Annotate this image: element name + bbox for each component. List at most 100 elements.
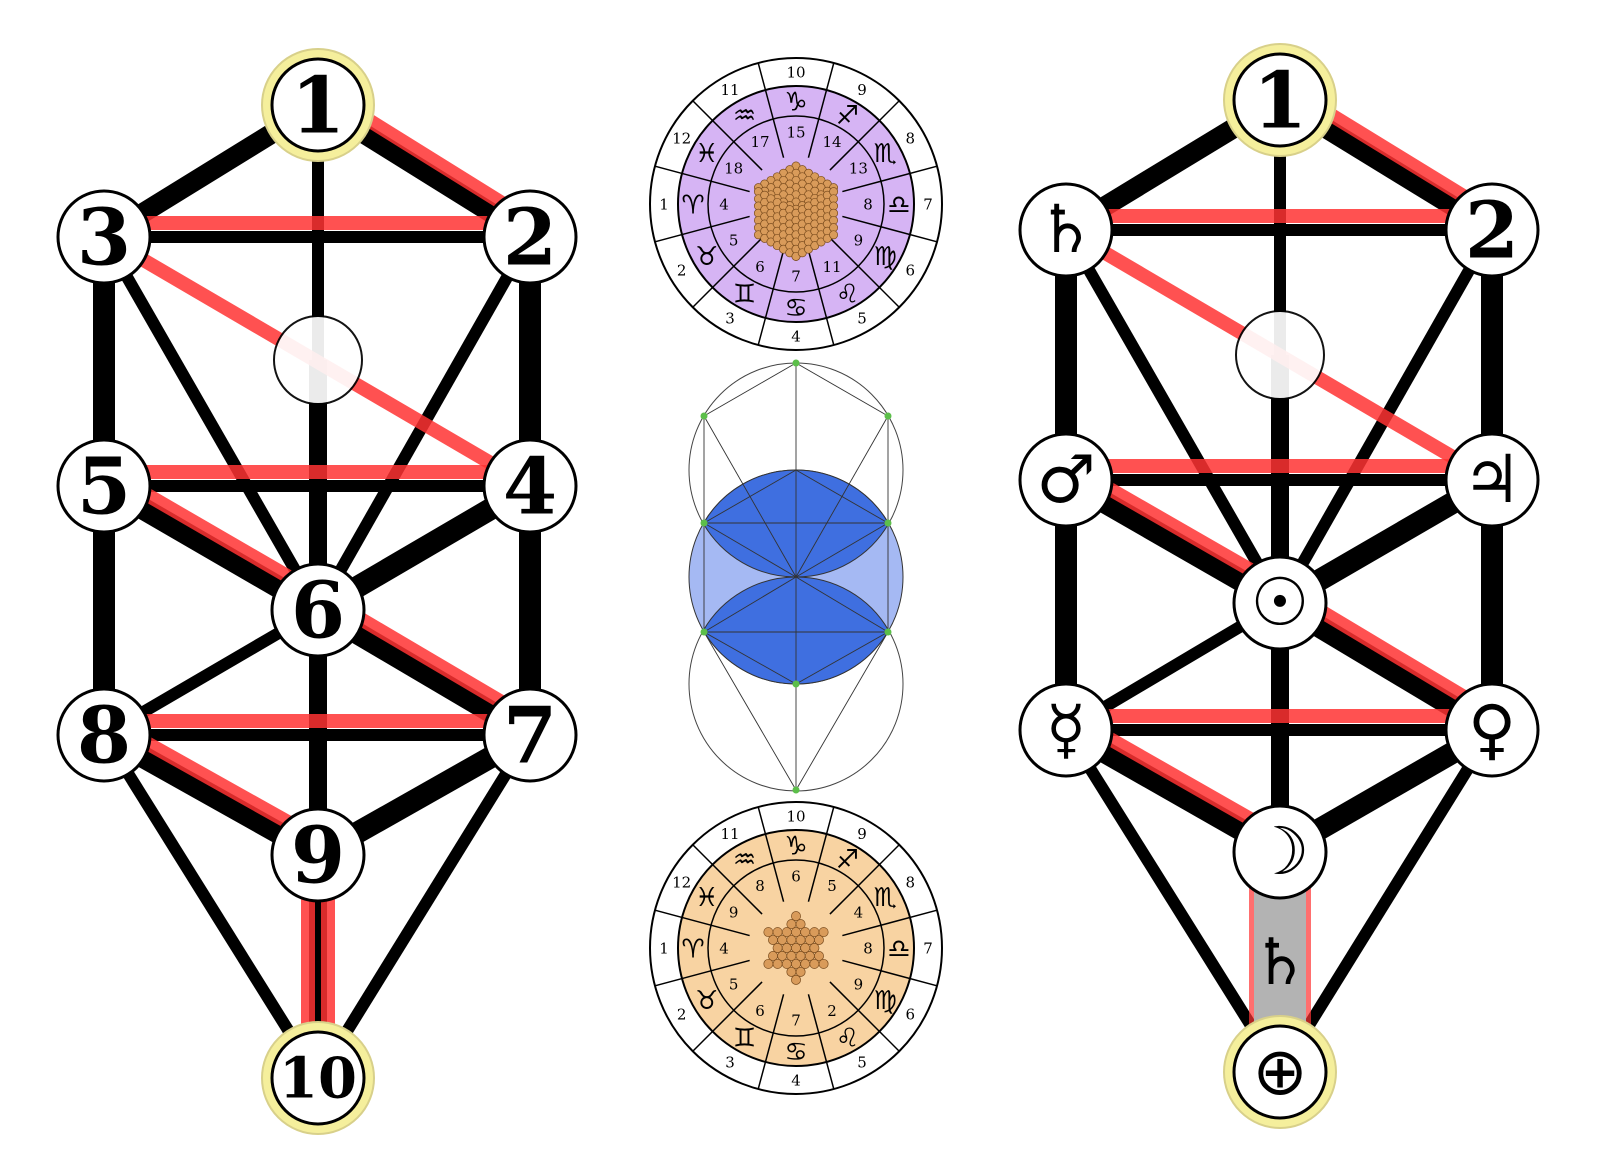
bottom-wheel-inner-number: 5: [827, 877, 837, 895]
star-sphere: [795, 919, 806, 930]
left-sephirah-label-2: 2: [503, 192, 557, 283]
sphere-star-icon: [763, 911, 829, 985]
bottom-wheel-outer-number: 8: [906, 873, 916, 891]
bottom-wheel-zodiac-sign: ♋: [784, 1037, 807, 1067]
bottom-wheel-outer-number: 11: [720, 825, 739, 843]
top-wheel-zodiac-sign: ♉: [695, 242, 718, 272]
vesica-vertex-dot: [884, 412, 892, 420]
bottom-wheel-spoke: [757, 806, 785, 902]
top-wheel-zodiac-sign: ♓: [695, 139, 718, 169]
top-wheel-zodiac-sign: ♋: [784, 293, 807, 323]
top-wheel-inner-number: 6: [755, 258, 765, 276]
top-wheel-inner-number: 5: [729, 231, 739, 249]
bottom-wheel-outer-number: 2: [677, 1005, 687, 1023]
bottom-wheel-spoke: [654, 959, 750, 987]
right-path-7-10: [1274, 726, 1498, 1076]
top-wheel-outer-number: 8: [906, 129, 916, 147]
right-jupiter-icon: ♃: [1462, 441, 1521, 518]
left-sephirah-3: [56, 189, 152, 285]
star-sphere: [795, 966, 806, 977]
bottom-wheel-inner-number: 6: [791, 867, 801, 885]
top-wheel-spoke: [654, 215, 750, 243]
top-wheel-spoke: [842, 165, 938, 193]
top-wheel-inner-number: 17: [750, 133, 769, 151]
right-earth-icon: ⊕: [1252, 1033, 1307, 1110]
right-mars-icon: ♂: [1036, 441, 1095, 518]
vesica-vertex-dot: [700, 519, 708, 527]
top-wheel-spoke: [692, 100, 763, 171]
left-sephirah-label-1: 1: [291, 60, 345, 151]
top-wheel-outer-number: 5: [857, 310, 867, 328]
bottom-wheel-spoke: [807, 994, 835, 1090]
bottom-wheel-inner-number: 8: [863, 939, 873, 957]
top-wheel-outer-number: 3: [725, 310, 735, 328]
bottom-wheel-outer-number: 12: [672, 873, 691, 891]
left-sephirah-1: [270, 57, 366, 153]
top-wheel-zodiac-sign: ♏: [874, 139, 897, 169]
bottom-wheel-outer-number: 5: [857, 1054, 867, 1072]
vesica-construction-line: [703, 631, 797, 685]
bottom-wheel-zodiac-sign: ♑: [784, 831, 807, 861]
left-sephirah-label-3: 3: [77, 192, 131, 283]
right-sephirah-5: [1018, 432, 1114, 528]
star-sphere: [791, 974, 801, 985]
vesica-construction-line: [703, 362, 797, 417]
left-sephirah-5: [56, 438, 152, 534]
bottom-wheel-zodiac-sign: ♍: [874, 986, 897, 1016]
top-wheel-spoke: [692, 237, 763, 308]
top-wheel-zodiac-sign: ♐: [836, 101, 859, 131]
bottom-wheel-zodiac-sign: ♒: [733, 845, 756, 875]
right-saturn-icon: ♄: [1036, 191, 1095, 268]
right-sephirah-2: [1444, 182, 1540, 278]
right-tree-of-life: ♄12♄♃♂☉♀☿☽⊕: [1018, 43, 1540, 1129]
top-wheel-outer-number: 4: [791, 327, 801, 345]
right-sephirah-7: [1444, 682, 1540, 778]
right-path-3-6: [1060, 227, 1286, 606]
vesica-vertex-dot: [792, 680, 800, 688]
right-sephirah-label-1: 1: [1253, 55, 1307, 146]
sphere-cube-icon: [753, 161, 839, 261]
vesica-construction-line: [795, 631, 889, 685]
left-path-8-10: [98, 731, 324, 1082]
top-wheel-inner-number: 14: [822, 133, 841, 151]
top-wheel-inner-number: 4: [719, 195, 729, 213]
star-sphere: [818, 958, 829, 969]
left-sephirah-2: [482, 189, 578, 285]
top-wheel-outer-number: 1: [659, 195, 669, 213]
bottom-wheel-inner-number: 4: [854, 903, 864, 921]
right-sephirah-1: [1232, 52, 1328, 148]
right-sephirah-8: [1018, 682, 1114, 778]
top-wheel-zodiac-sign: ♒: [733, 101, 756, 131]
vesica-vertex-dot: [884, 628, 892, 636]
top-wheel-spoke: [829, 100, 900, 171]
star-sphere: [814, 935, 824, 945]
top-wheel-inner-number: 11: [822, 258, 841, 276]
vesica-construction-line: [795, 362, 889, 417]
star-sphere: [809, 943, 820, 953]
bottom-wheel-spoke: [692, 844, 763, 915]
top-wheel-spoke: [807, 62, 835, 158]
top-wheel-inner-number: 13: [849, 159, 868, 177]
left-path-3-6: [98, 234, 324, 613]
top-wheel-spoke: [842, 215, 938, 243]
bottom-wheel-inner-number: 9: [854, 975, 864, 993]
left-sephirah-9: [270, 807, 366, 903]
bottom-wheel-zodiac-sign: ♓: [695, 883, 718, 913]
top-wheel-outer-number: 12: [672, 129, 691, 147]
bottom-wheel-zodiac-sign: ♏: [874, 883, 897, 913]
bottom-wheel-outer-number: 4: [791, 1071, 801, 1089]
bottom-wheel-outer-number: 1: [659, 939, 669, 957]
right-grey-path-saturn-icon: ♄: [1251, 926, 1308, 1000]
left-sephirah-8: [56, 687, 152, 783]
vesica-construction-line: [703, 576, 797, 633]
bottom-wheel-inner-number: 9: [729, 903, 739, 921]
right-sephirah-d: [1235, 310, 1325, 400]
left-path-7-10: [312, 731, 536, 1082]
top-wheel-spoke: [757, 62, 785, 158]
bottom-wheel-spoke: [807, 806, 835, 902]
left-sephirah-label-4: 4: [503, 441, 557, 532]
left-sephirah-label-6: 6: [291, 565, 345, 656]
bottom-wheel-spoke: [829, 981, 900, 1052]
